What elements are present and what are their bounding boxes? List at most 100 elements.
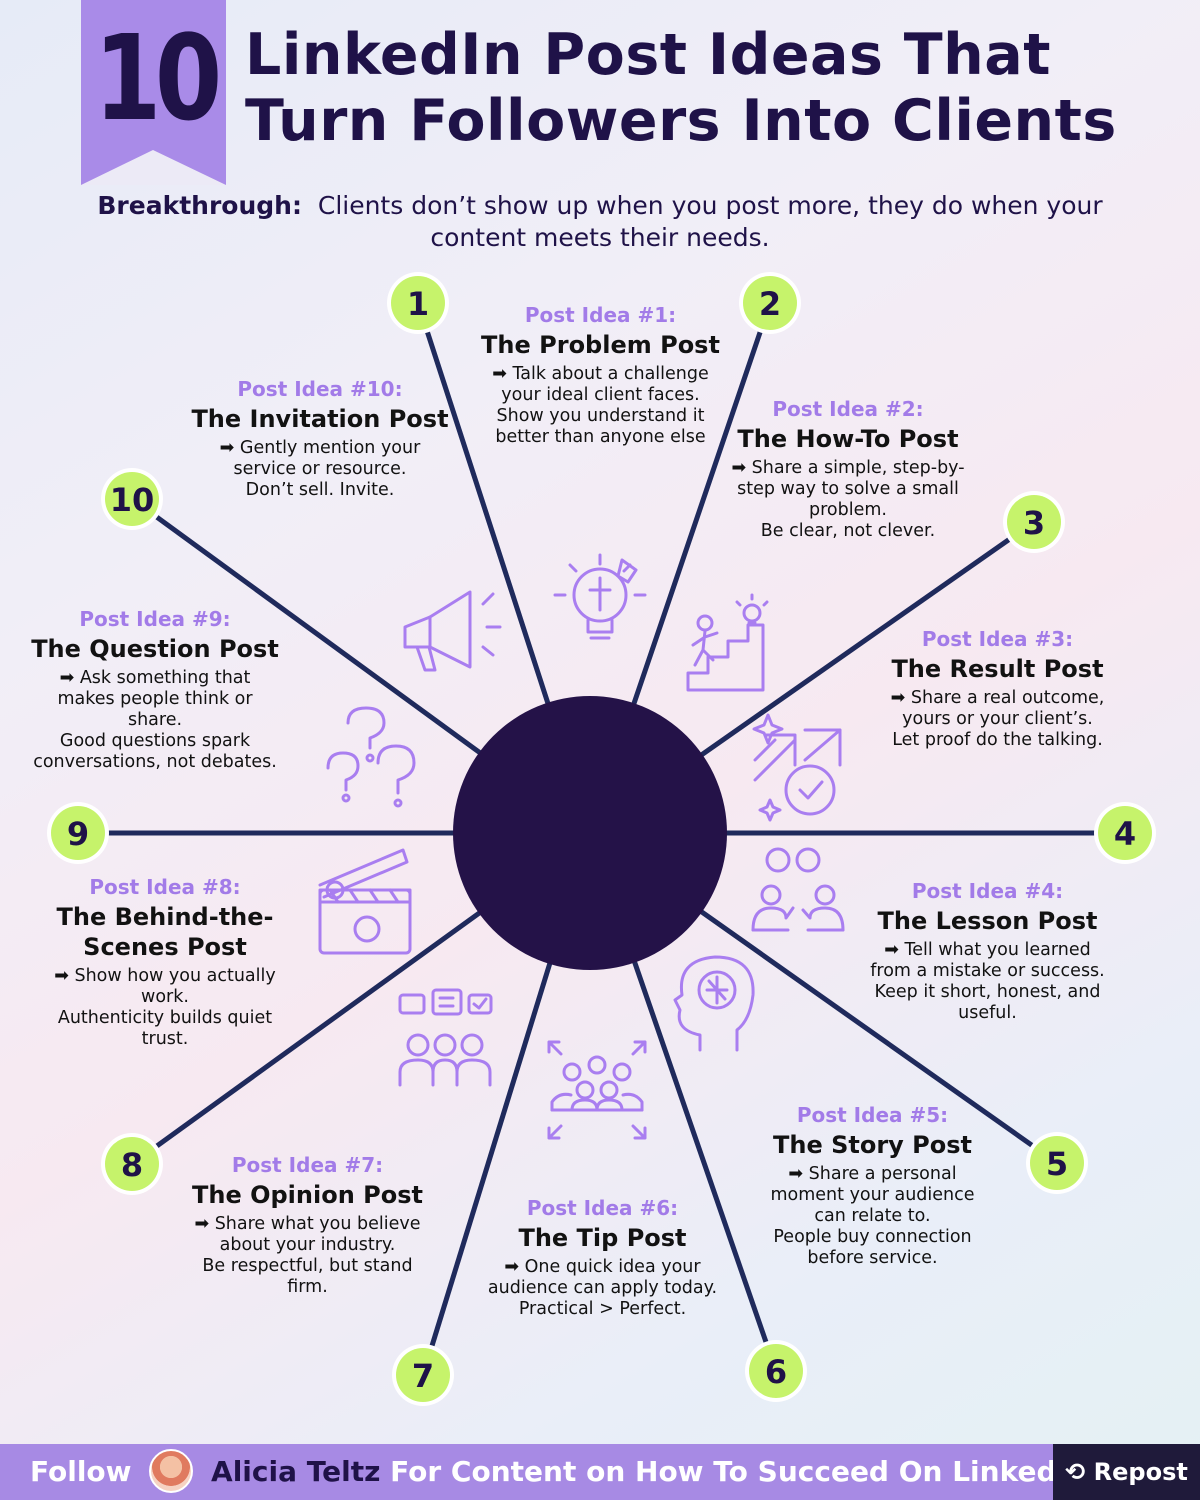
badge-1: 1 — [387, 272, 449, 334]
idea-kicker: Post Idea #6: — [526, 1196, 679, 1220]
idea-description: ➡ Talk about a challenge your ideal clie… — [492, 364, 709, 447]
badge-5: 5 — [1026, 1132, 1088, 1194]
idea-title: The Story Post — [772, 1131, 972, 1159]
subtitle: Breakthrough: Clients don’t show up when… — [80, 190, 1120, 254]
center-circle — [453, 696, 727, 970]
footer-bar: Follow Alicia Teltz For Content on How T… — [0, 1444, 1200, 1500]
post-idea-1: Post Idea #1: The Problem Post ➡ Talk abou… — [468, 300, 733, 448]
idea-description: ➡ Share a simple, step-by- step way to s… — [731, 458, 965, 541]
avatar — [149, 1449, 194, 1493]
badge-number: 5 — [1046, 1145, 1068, 1183]
repost-icon: ⟲ — [1065, 1458, 1086, 1486]
badge-fill — [51, 806, 105, 860]
badge-3: 3 — [1003, 491, 1065, 553]
idea-title: The Invitation Post — [191, 405, 449, 433]
badge-fill — [1007, 495, 1061, 549]
footer-rest: For Content on How To Succeed On LinkedI… — [390, 1455, 1087, 1488]
idea-kicker: Post Idea #10: — [237, 377, 403, 401]
idea-title: The Tip Post — [518, 1224, 687, 1252]
idea-description: ➡ Share what you believe about your indu… — [194, 1214, 421, 1297]
post-idea-5: Post Idea #5: The Story Post ➡ Share a per… — [750, 1100, 995, 1269]
megaphone-icon — [403, 590, 502, 672]
repost-label: Repost — [1093, 1458, 1188, 1486]
badge-fill — [391, 276, 445, 330]
badge-number: 9 — [67, 815, 89, 853]
post-idea-9: Post Idea #9: The Question Post ➡ Ask some… — [20, 604, 290, 773]
badge-number: 6 — [765, 1353, 787, 1391]
badge-number: 2 — [759, 285, 781, 323]
idea-kicker: Post Idea #8: — [89, 875, 241, 899]
idea-title: The Problem Post — [481, 331, 720, 359]
discussion-people-icon — [751, 847, 845, 932]
question-marks-icon — [326, 706, 416, 808]
idea-kicker: Post Idea #3: — [921, 627, 1074, 651]
idea-description: ➡ Gently mention your service or resourc… — [219, 438, 421, 500]
idea-title: The Lesson Post — [877, 907, 1098, 935]
badge-number: 8 — [121, 1146, 143, 1184]
post-idea-6: Post Idea #6: The Tip Post ➡ One quick ide… — [470, 1193, 735, 1320]
page-title: LinkedIn Post Ideas That Turn Followers … — [245, 22, 1185, 154]
idea-kicker: Post Idea #5: — [796, 1103, 949, 1127]
idea-title: The Opinion Post — [192, 1181, 423, 1209]
stairs-climber-icon — [686, 593, 769, 692]
puzzle-lightbulb-icon — [553, 553, 647, 640]
idea-description: ➡ Show how you actually work. Authentici… — [54, 966, 276, 1049]
badge-fill — [396, 1348, 450, 1402]
badge-2: 2 — [739, 272, 801, 334]
idea-kicker: Post Idea #7: — [231, 1153, 384, 1177]
feedback-group-icon — [398, 988, 493, 1087]
badge-number: 10 — [110, 481, 155, 519]
title-line-2: Turn Followers Into Clients — [245, 88, 1117, 154]
number-badges: 1 2 3 4 5 6 7 8 9 10 — [47, 272, 1156, 1406]
author-name[interactable]: Alicia Teltz — [211, 1455, 381, 1488]
footer-text: Follow Alicia Teltz For Content on How T… — [30, 1444, 1087, 1500]
idea-description: ➡ Share a personal moment your audience … — [770, 1164, 975, 1268]
brain-head-icon — [673, 955, 755, 1052]
repost-button[interactable]: ⟲ Repost — [1053, 1444, 1200, 1500]
badge-fill — [743, 276, 797, 330]
badge-4: 4 — [1094, 802, 1156, 864]
badge-9: 9 — [47, 802, 109, 864]
idea-kicker: Post Idea #4: — [911, 879, 1064, 903]
post-idea-2: Post Idea #2:The How-To Post➡ Share a si… — [723, 394, 973, 542]
post-idea-3: Post Idea #3: The Result Post ➡ Share a re… — [880, 624, 1115, 751]
ribbon-notch — [81, 150, 226, 185]
idea-title: The Behind-the- Scenes Post — [56, 903, 274, 961]
follow-label: Follow — [30, 1455, 132, 1488]
badge-number: 3 — [1023, 504, 1045, 542]
badge-8: 8 — [101, 1133, 163, 1195]
post-idea-4: Post Idea #4: The Lesson Post ➡ Tell what … — [860, 876, 1115, 1024]
idea-title: The Question Post — [31, 635, 279, 663]
idea-title: The How-To Post — [737, 425, 959, 453]
idea-kicker: Post Idea #1: — [524, 303, 677, 327]
badge-fill — [1030, 1136, 1084, 1190]
badge-6: 6 — [745, 1340, 807, 1402]
badge-10: 10 — [101, 468, 163, 530]
post-idea-8: Post Idea #8: The Behind-the- Scenes Post… — [30, 872, 300, 1050]
badge-fill — [749, 1344, 803, 1398]
subtitle-text: Clients don’t show up when you post more… — [317, 191, 1103, 252]
post-idea-7: Post Idea #7: The Opinion Post ➡ Share wha… — [185, 1150, 430, 1298]
badge-number: 4 — [1114, 815, 1136, 853]
badge-number: 7 — [412, 1357, 434, 1395]
post-idea-10: Post Idea #10: The Invitation Post ➡ Gentl… — [190, 374, 450, 501]
badge-fill — [105, 472, 159, 526]
big-number: 10 — [94, 9, 222, 147]
clapperboard-icon — [318, 848, 412, 955]
idea-description: ➡ One quick idea your audience can apply… — [487, 1257, 718, 1319]
title-line-1: LinkedIn Post Ideas That — [245, 22, 1051, 88]
idea-title: The Result Post — [891, 655, 1104, 683]
idea-description: ➡ Share a real outcome, yours or your cl… — [890, 688, 1105, 750]
idea-kicker: Post Idea #9: — [79, 607, 231, 631]
idea-description: ➡ Tell what you learned from a mistake o… — [870, 940, 1105, 1023]
audience-expand-icon — [547, 1040, 647, 1140]
badge-fill — [105, 1137, 159, 1191]
growth-checkmark-icon — [752, 713, 842, 822]
subtitle-label: Breakthrough: — [97, 191, 302, 220]
badge-7: 7 — [392, 1344, 454, 1406]
idea-description: ➡ Ask something that makes people think … — [33, 668, 277, 772]
badge-fill — [1098, 806, 1152, 860]
badge-number: 1 — [407, 285, 429, 323]
